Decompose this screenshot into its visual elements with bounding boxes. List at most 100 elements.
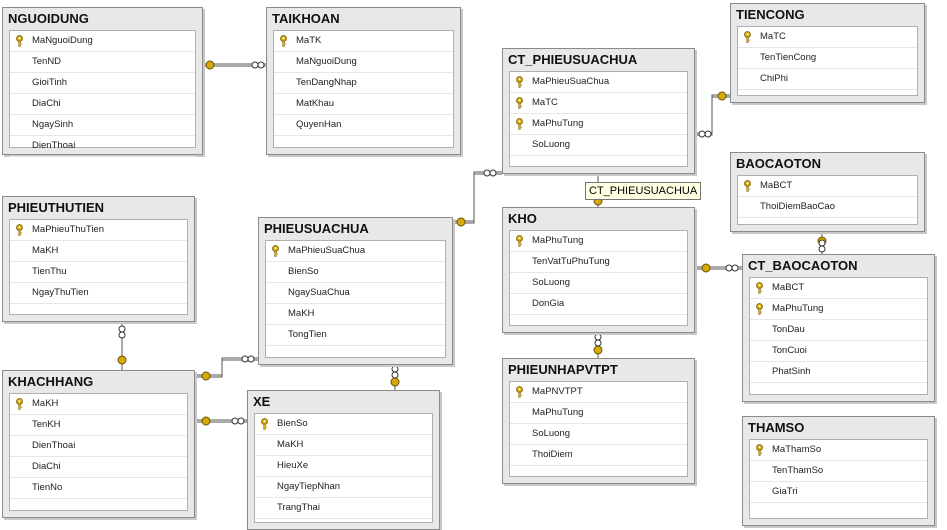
column-name: MaNguoiDung <box>296 56 357 67</box>
relation-tiencong-ctphieusuachua[interactable] <box>695 96 730 136</box>
column-row[interactable]: MaKH <box>266 304 445 325</box>
table-title[interactable]: TIENCONG <box>731 4 924 26</box>
column-row[interactable]: MaThamSo <box>750 440 927 461</box>
column-row[interactable]: MaKH <box>10 394 187 415</box>
column-row[interactable]: MaPhuTung <box>510 403 687 424</box>
column-row[interactable]: NgaySuaChua <box>266 283 445 304</box>
column-row[interactable]: TongTien <box>266 325 445 346</box>
column-row[interactable]: DiaChi <box>10 457 187 478</box>
table-title[interactable]: PHIEUTHUTIEN <box>3 197 194 219</box>
column-row[interactable]: MaTK <box>274 31 453 52</box>
column-name: QuyenHan <box>296 119 342 130</box>
column-row[interactable]: MaBCT <box>738 176 917 197</box>
table-title[interactable]: KHO <box>503 208 694 230</box>
table-title[interactable]: KHACHHANG <box>3 371 194 393</box>
column-row[interactable]: MaPhuTung <box>510 231 687 252</box>
column-row[interactable]: MaPhieuThuTien <box>10 220 187 241</box>
column-row[interactable]: GiaTri <box>750 482 927 503</box>
one-end-key-icon <box>390 377 400 387</box>
primary-key-icon <box>14 224 25 236</box>
relation-phieusuachua-ctphieusuachua[interactable] <box>453 173 502 224</box>
column-row[interactable]: MaPhuTung <box>750 299 927 320</box>
table-title[interactable]: PHIEUNHAPVTPT <box>503 359 694 381</box>
column-row[interactable]: NgayTiepNhan <box>255 477 432 498</box>
column-row[interactable]: DienThoai <box>10 436 187 457</box>
primary-key-icon <box>514 386 525 398</box>
one-end-key-icon <box>201 371 211 381</box>
column-row[interactable]: TenThamSo <box>750 461 927 482</box>
column-row[interactable]: BienSo <box>255 414 432 435</box>
column-row[interactable]: MaTC <box>738 27 917 48</box>
column-row[interactable]: DonGia <box>510 294 687 315</box>
column-row[interactable]: TenVatTuPhuTung <box>510 252 687 273</box>
column-row[interactable]: SoLuong <box>510 273 687 294</box>
column-row[interactable]: MaPNVTPT <box>510 382 687 403</box>
column-row[interactable]: MaPhieuSuaChua <box>510 72 687 93</box>
table-title[interactable]: PHIEUSUACHUA <box>259 218 452 240</box>
column-row[interactable]: MatKhau <box>274 94 453 115</box>
column-row[interactable]: QuyenHan <box>274 115 453 136</box>
column-row[interactable]: ThoiDiem <box>510 445 687 466</box>
column-name: ThoiDiemBaoCao <box>760 201 835 212</box>
column-name: TrangThai <box>277 502 320 513</box>
column-row[interactable]: MaNguoiDung <box>274 52 453 73</box>
column-row[interactable]: TenDangNhap <box>274 73 453 94</box>
column-row[interactable]: MaNguoiDung <box>10 31 195 52</box>
one-end-key-icon <box>456 217 466 227</box>
column-row[interactable]: MaPhieuSuaChua <box>266 241 445 262</box>
column-row[interactable]: SoLuong <box>510 135 687 156</box>
table-title[interactable]: NGUOIDUNG <box>3 8 202 30</box>
column-row[interactable]: TenKH <box>10 415 187 436</box>
table-title[interactable]: CT_PHIEUSUACHUA <box>503 49 694 71</box>
table-title[interactable]: BAOCAOTON <box>731 153 924 175</box>
column-row[interactable]: TenND <box>10 52 195 73</box>
primary-key-icon <box>14 35 25 47</box>
table-title[interactable]: TAIKHOAN <box>267 8 460 30</box>
column-row[interactable]: DienThoai <box>10 136 195 157</box>
column-row[interactable]: BienSo <box>266 262 445 283</box>
column-row[interactable]: TienNo <box>10 478 187 499</box>
column-row[interactable]: HieuXe <box>255 456 432 477</box>
table-title[interactable]: CT_BAOCAOTON <box>743 255 934 277</box>
column-row[interactable]: MaKH <box>255 435 432 456</box>
column-row[interactable]: MaKH <box>10 241 187 262</box>
column-row[interactable]: GioiTinh <box>10 73 195 94</box>
column-row[interactable]: MaBCT <box>750 278 927 299</box>
relation-tiencong-ctphieusuachua[interactable] <box>695 94 730 134</box>
column-row[interactable]: MaPhuTung <box>510 114 687 135</box>
relation-khachhang-phieusuachua[interactable] <box>195 359 258 378</box>
column-row[interactable]: NgayThuTien <box>10 283 187 304</box>
table-title[interactable]: THAMSO <box>743 417 934 439</box>
column-row[interactable]: TonDau <box>750 320 927 341</box>
column-row[interactable]: ThoiDiemBaoCao <box>738 197 917 218</box>
column-row[interactable]: NgaySinh <box>10 115 195 136</box>
column-row[interactable]: ChiPhi <box>738 69 917 90</box>
relation-phieusuachua-ctphieusuachua[interactable] <box>453 171 502 222</box>
table-title[interactable]: XE <box>248 391 439 413</box>
relation-khachhang-phieusuachua[interactable] <box>195 357 258 376</box>
column-row[interactable]: SoLuong <box>510 424 687 445</box>
column-row[interactable]: TonCuoi <box>750 341 927 362</box>
column-row[interactable]: DiaChi <box>10 94 195 115</box>
column-row[interactable]: MaTC <box>510 93 687 114</box>
column-row[interactable]: TenTienCong <box>738 48 917 69</box>
column-row[interactable]: TrangThai <box>255 498 432 519</box>
column-row[interactable]: TienThu <box>10 262 187 283</box>
column-name: MaPhieuSuaChua <box>288 245 366 256</box>
column-name: TenTienCong <box>760 52 817 63</box>
column-row[interactable]: PhatSinh <box>750 362 927 383</box>
